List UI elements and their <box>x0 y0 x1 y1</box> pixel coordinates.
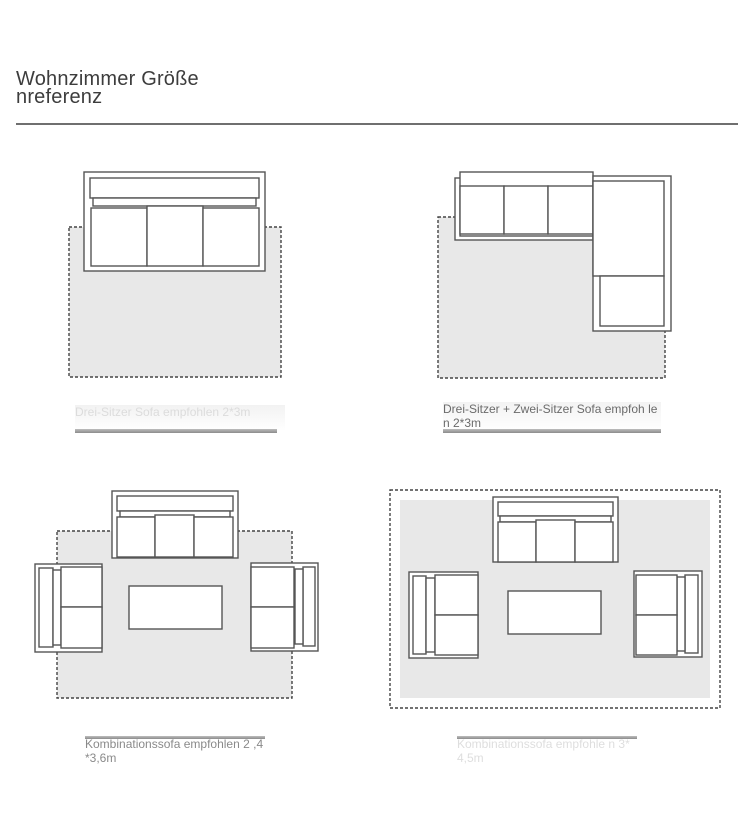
page-title: Wohnzimmer Größe nreferenz <box>16 68 199 108</box>
armchair-right <box>250 562 319 652</box>
caption-text: Drei-Sitzer + Zwei-Sitzer Sofa empfoh le… <box>443 402 658 430</box>
three-seat-sofa <box>111 490 239 559</box>
armchair-right <box>633 570 703 658</box>
caption-text: Kombinationssofa empfohle n 3*4,5m <box>457 737 630 765</box>
three-seat-sofa <box>83 171 266 272</box>
armchair-left <box>408 571 479 659</box>
caption-three-plus-two: Drei-Sitzer + Zwei-Sitzer Sofa empfoh le… <box>443 402 661 433</box>
coffee-table <box>507 590 602 635</box>
armchair-left <box>34 563 103 653</box>
caption-underline <box>75 429 277 433</box>
layout-large-combination <box>389 489 721 709</box>
layout-three-seat <box>68 171 282 378</box>
layout-combination <box>34 490 319 699</box>
layout-three-plus-two <box>437 171 672 379</box>
caption-text: Drei-Sitzer Sofa empfohlen 2*3m <box>75 405 251 419</box>
coffee-table <box>128 585 223 630</box>
caption-three-seat: Drei-Sitzer Sofa empfohlen 2*3m <box>75 405 285 433</box>
corner-sofa <box>454 171 672 332</box>
caption-text: Kombinationssofa empfohlen 2 ,4*3,6m <box>85 737 264 765</box>
caption-large-combination: Kombinationssofa empfohle n 3*4,5m <box>457 736 637 766</box>
caption-underline <box>443 429 661 433</box>
caption-combination: Kombinationssofa empfohlen 2 ,4*3,6m <box>85 736 265 766</box>
title-divider <box>16 123 738 125</box>
caption-overline <box>85 736 265 739</box>
three-seat-sofa <box>492 496 619 563</box>
caption-overline <box>457 736 637 739</box>
